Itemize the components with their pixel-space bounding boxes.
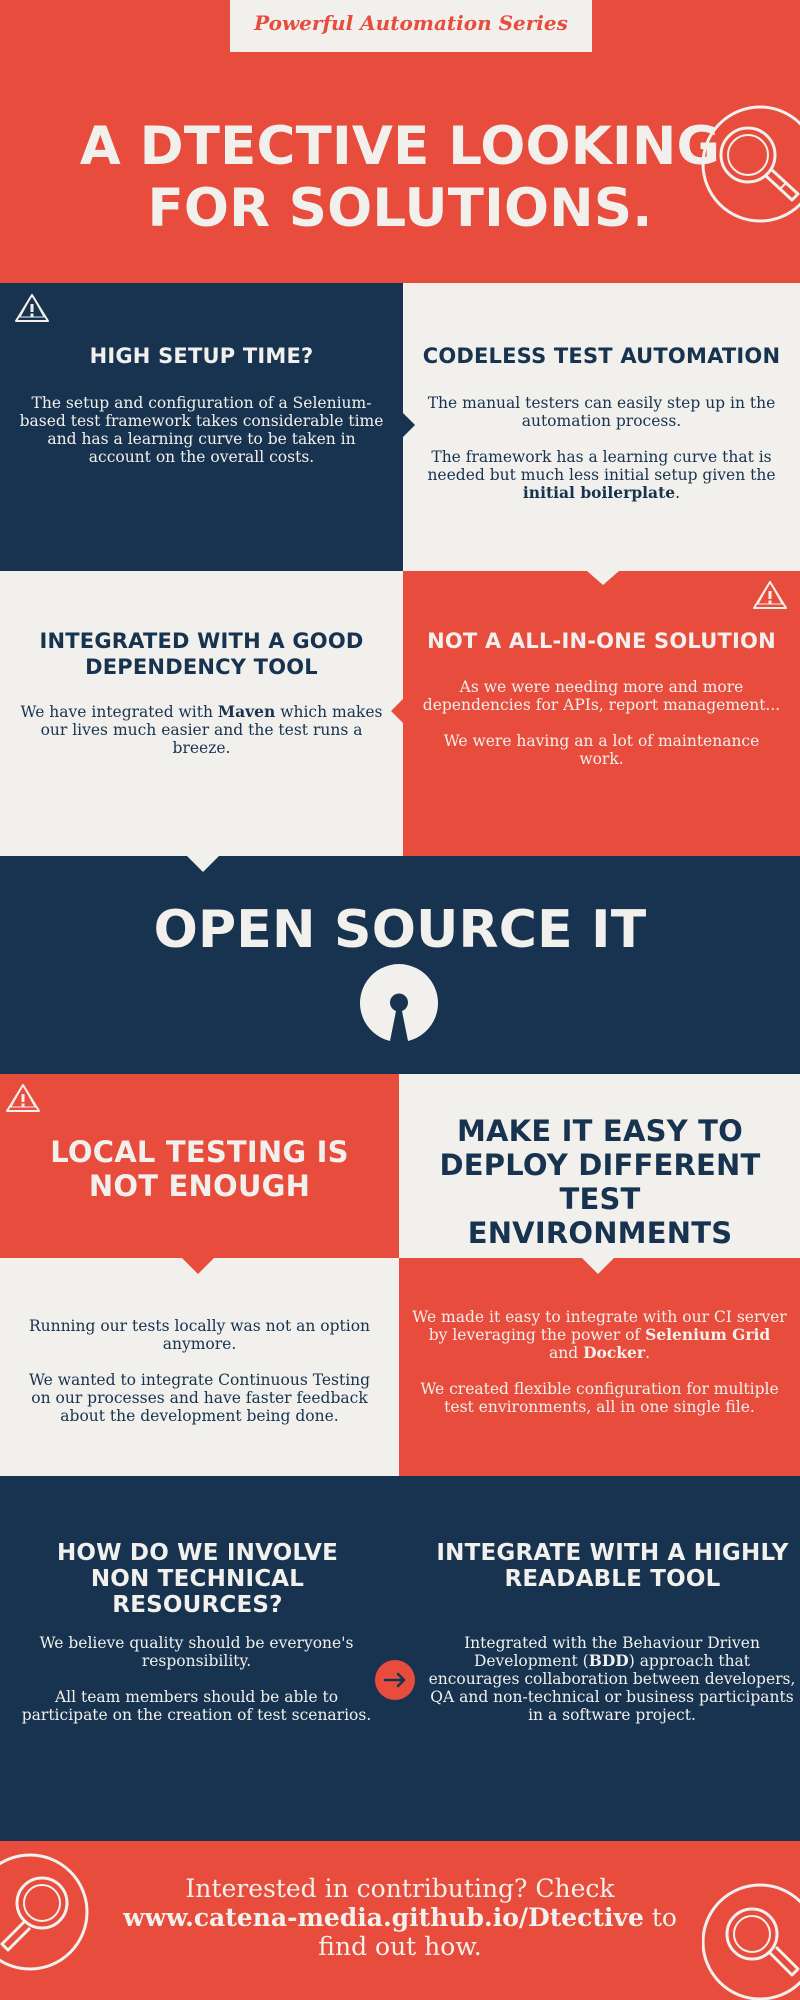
- all-in-one-panel: [403, 571, 800, 856]
- open-source-logo: [360, 964, 438, 1041]
- local-testing-detail-panel: [0, 1258, 399, 1476]
- pointer-notch: [391, 699, 403, 723]
- project-link[interactable]: www.catena-media.github.io/Dtective: [123, 1903, 644, 1932]
- high-setup-panel: [0, 283, 403, 571]
- codeless-text-p1: The manual testers can easily step up in…: [427, 394, 776, 430]
- warning-icon: [753, 580, 787, 609]
- series-tag: Powerful Automation Series: [254, 11, 568, 35]
- arrow-right-icon: [375, 1660, 415, 1700]
- non-technical-heading: HOW DO WE INVOLVE NON TECHNICAL RESOURCE…: [56, 1540, 339, 1618]
- magnifier-icon: [0, 1853, 89, 1971]
- magnifier-icon: [702, 1883, 800, 2000]
- pointer-notch: [182, 1258, 214, 1274]
- deploy-envs-panel: [399, 1074, 800, 1258]
- pointer-notch: [587, 571, 619, 585]
- series-tag-box: [230, 0, 592, 52]
- all-in-one-text-p2: We were having an a lot of maintenance w…: [443, 732, 760, 768]
- warning-icon: [6, 1083, 40, 1112]
- dependency-text: We have integrated with Maven which make…: [20, 702, 383, 758]
- open-source-title: OPEN SOURCE IT: [153, 900, 647, 960]
- readable-tool-heading: INTEGRATE WITH A HIGHLY READABLE TOOL: [436, 1540, 789, 1592]
- non-technical-text-p1: We believe quality should be everyone's …: [39, 1634, 354, 1670]
- codeless-text-p2: The framework has a learning curve that …: [427, 448, 776, 502]
- magnifier-icon: [701, 105, 800, 223]
- page-title-line1: A DTECTIVE LOOKING: [79, 116, 721, 177]
- all-in-one-text: As we were needing more and more depende…: [420, 678, 783, 768]
- deploy-envs-text-p1: We made it easy to integrate with our CI…: [412, 1308, 787, 1362]
- dependency-heading: INTEGRATED WITH A GOOD DEPENDENCY TOOL: [39, 629, 364, 679]
- pointer-notch: [403, 413, 415, 437]
- dependency-panel: [0, 571, 403, 856]
- codeless-heading: CODELESS TEST AUTOMATION: [422, 344, 781, 368]
- local-testing-text-p2: We wanted to integrate Continuous Testin…: [28, 1371, 371, 1425]
- all-in-one-text-p1: As we were needing more and more depende…: [422, 678, 781, 714]
- deploy-envs-text-p2: We created flexible configuration for mu…: [420, 1380, 779, 1416]
- local-testing-text-p1: Running our tests locally was not an opt…: [28, 1317, 371, 1353]
- local-testing-panel: [0, 1074, 399, 1258]
- non-technical-text: We believe quality should be everyone's …: [18, 1634, 375, 1724]
- local-testing-text: Running our tests locally was not an opt…: [22, 1317, 377, 1425]
- codeless-panel: [403, 283, 800, 571]
- local-testing-heading: LOCAL TESTING IS NOT ENOUGH: [50, 1135, 349, 1203]
- readable-tool-text: Integrated with the Behaviour Driven Dev…: [428, 1634, 796, 1724]
- codeless-text: The manual testers can easily step up in…: [420, 394, 783, 502]
- high-setup-text: The setup and configuration of a Seleniu…: [19, 394, 384, 466]
- page-title-line2: FOR SOLUTIONS.: [147, 178, 653, 239]
- pointer-notch: [582, 1258, 614, 1274]
- footer-text: Interested in contributing? Check www.ca…: [123, 1874, 677, 1961]
- warning-icon: [15, 293, 49, 322]
- all-in-one-heading: NOT A ALL-IN-ONE SOLUTION: [427, 629, 776, 653]
- deploy-envs-detail-panel: [399, 1258, 800, 1476]
- high-setup-heading: HIGH SETUP TIME?: [89, 344, 314, 368]
- non-technical-panel: [0, 1476, 800, 1841]
- pointer-notch: [187, 856, 219, 872]
- deploy-envs-text: We made it easy to integrate with our CI…: [412, 1308, 787, 1416]
- footer-banner: [0, 1841, 800, 2000]
- deploy-envs-heading: MAKE IT EASY TO DEPLOY DIFFERENT TEST EN…: [439, 1114, 761, 1250]
- page-title: A DTECTIVE LOOKING FOR SOLUTIONS.: [60, 116, 740, 240]
- non-technical-text-p2: All team members should be able to parti…: [21, 1688, 372, 1724]
